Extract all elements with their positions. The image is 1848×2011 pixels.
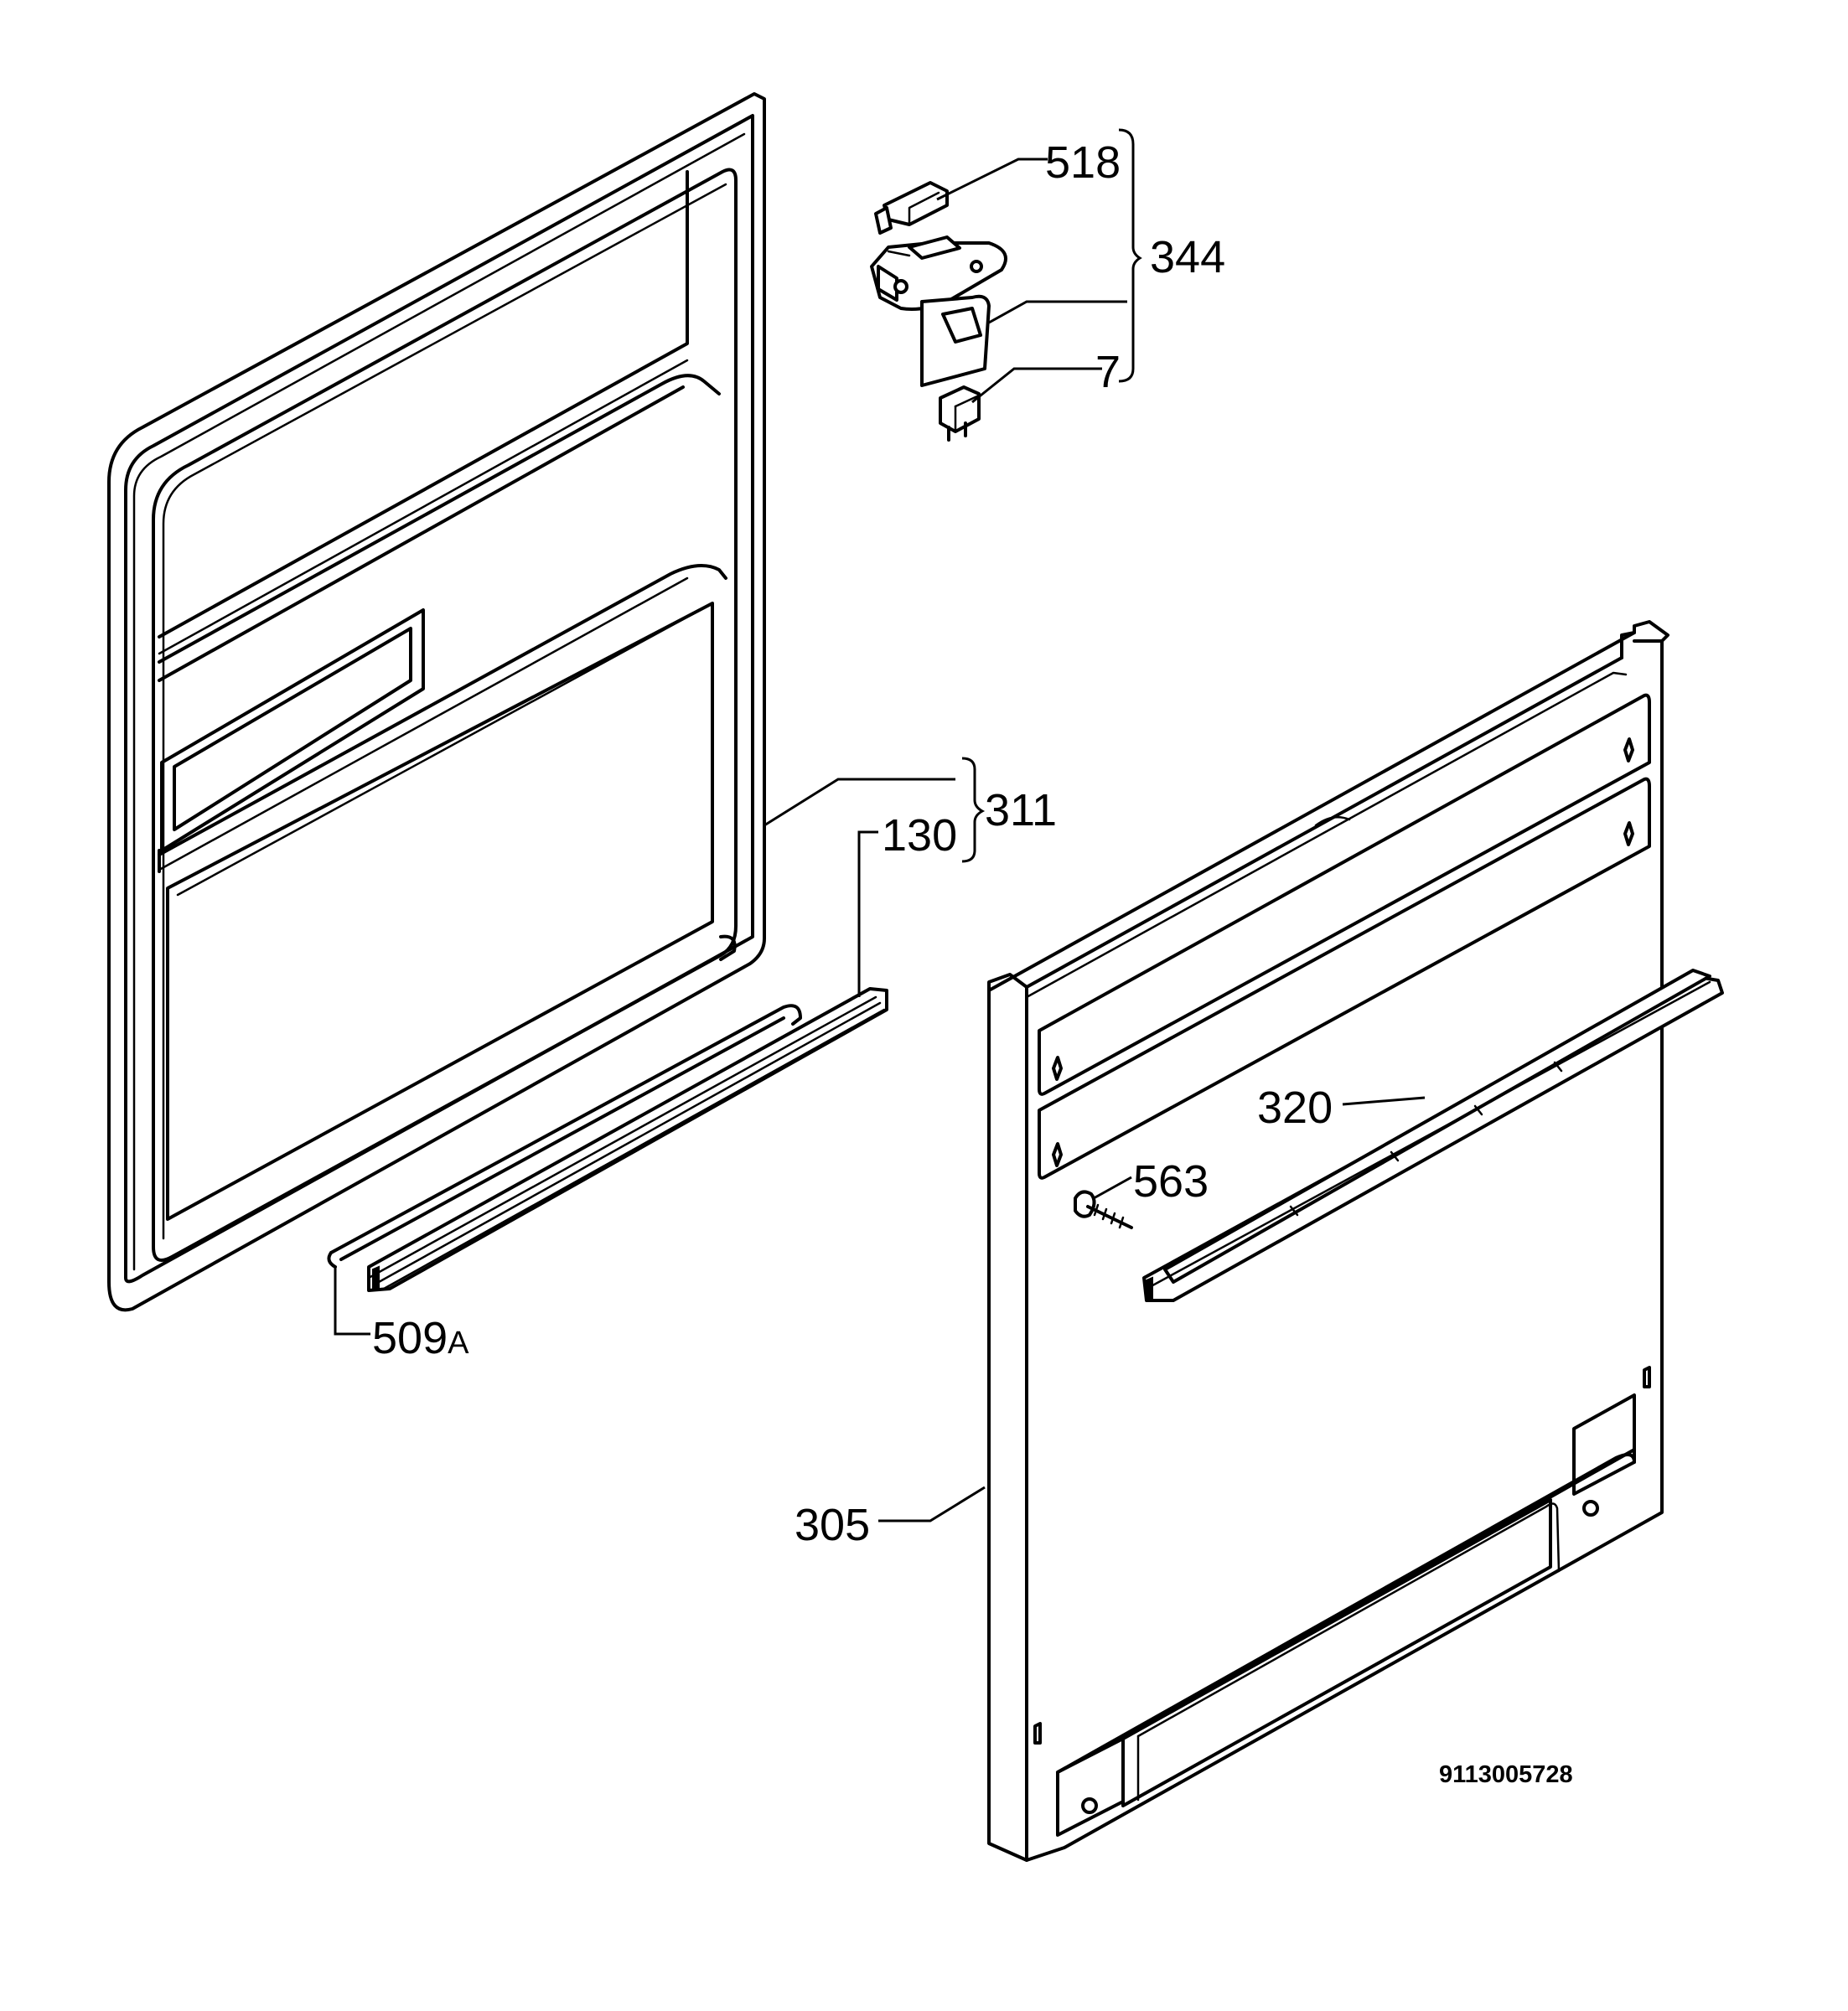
door-lock-assembly [870,181,1007,442]
part-518-catch [874,181,949,235]
part-509a-hinge-rod [327,1004,802,1269]
part-563-screw [1074,1190,1133,1229]
inner-door-panel [107,92,766,1312]
part-320-trim-strip [1142,969,1724,1302]
part-labels: 518 344 7 311 130 509A 320 563 305 [372,137,1333,1550]
label-311: 311 [985,785,1057,835]
label-518: 518 [1045,137,1121,188]
label-320: 320 [1257,1083,1333,1133]
label-509a: 509A [372,1313,469,1363]
label-563: 563 [1133,1156,1209,1207]
outer-door-panel [987,620,1669,1862]
part-130-door-seal [367,987,888,1292]
leader-lines [334,128,1426,1522]
label-344: 344 [1150,232,1225,282]
label-130: 130 [882,810,957,861]
part-344-lock-body [870,235,1007,387]
part-7-switch [939,385,981,442]
document-number: 9113005728 [1439,1761,1573,1788]
label-7: 7 [1095,347,1121,397]
label-305: 305 [795,1500,870,1550]
